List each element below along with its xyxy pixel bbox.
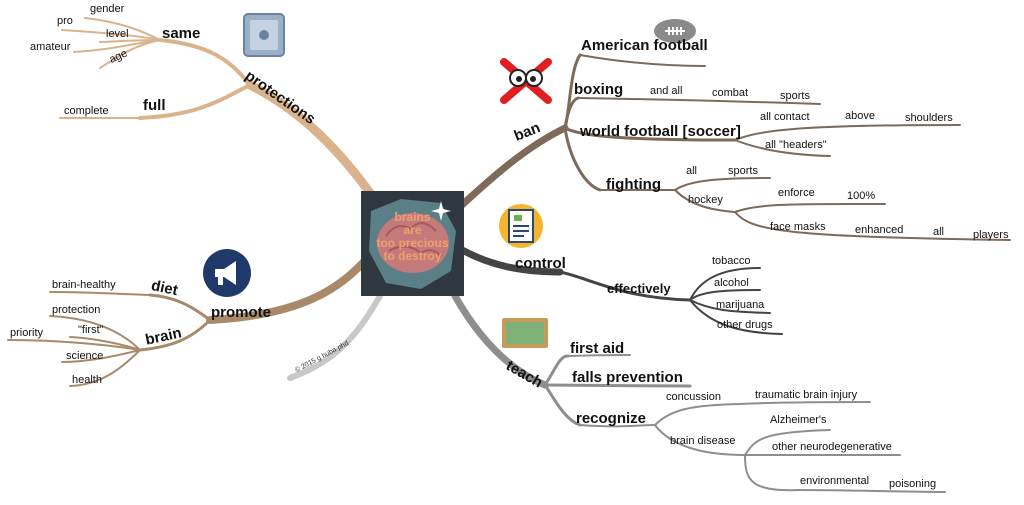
node-players: players [973,229,1009,241]
megaphone-icon [202,248,252,298]
node-science: science [66,350,104,362]
node-same: same [162,25,201,42]
node-complete: complete [64,105,109,117]
node-priority: priority [10,327,44,339]
center-line-2: are [403,223,422,237]
node-health: health [72,374,102,386]
safe-icon [242,12,286,60]
node-headers: all "headers" [765,139,827,151]
node-alzheimers: Alzheimer's [770,414,827,426]
node-first-aid: first aid [570,340,625,357]
center-line-1: brains [394,210,431,224]
node-and-all: and all [650,85,683,97]
node-enforce: enforce [778,187,815,199]
node-poisoning: poisoning [889,478,937,490]
ban-x-icon [500,58,552,104]
node-protection: protection [52,304,101,316]
center-node [361,191,464,296]
node-world-football: world football [soccer] [580,123,741,140]
clipboard-icon [498,203,544,249]
node-tbi: traumatic brain injury [755,389,858,401]
brain-icon [369,199,456,289]
node-shoulders: shoulders [905,112,953,124]
football-icon [653,17,697,45]
node-face-masks: face masks [770,221,826,233]
node-brain-disease: brain disease [670,435,736,447]
node-alcohol: alcohol [714,277,749,289]
node-combat: combat [712,87,749,99]
node-falls-prevention: falls prevention [572,369,683,386]
node-other-drugs: other drugs [717,319,773,331]
node-sports-1: sports [780,90,810,102]
center-title: brains are too precious to destroy [361,211,464,263]
node-sports-2: sports [728,165,758,177]
node-other-neuro: other neurodegenerative [772,441,892,453]
node-boxing: boxing [574,81,624,98]
chalkboard-icon [500,316,550,350]
node-recognize: recognize [576,410,647,427]
node-first: "first" [78,324,104,336]
node-tobacco: tobacco [712,255,751,267]
node-full: full [143,97,166,114]
node-amateur: amateur [30,41,71,53]
node-pro: pro [57,15,73,27]
node-above: above [845,110,875,122]
node-control: control [515,255,566,272]
center-line-4: to destroy [383,249,442,263]
node-environmental: environmental [800,475,870,487]
node-concussion: concussion [666,391,722,403]
node-effectively: effectively [607,281,671,296]
node-enhanced: enhanced [855,224,904,236]
node-brain-healthy: brain-healthy [52,279,116,291]
node-all-contact: all contact [760,111,810,123]
node-100pct: 100% [847,190,876,202]
node-all-2: all [933,226,945,238]
center-line-3: too precious [376,236,449,250]
node-hockey: hockey [688,194,723,206]
node-marijuana: marijuana [716,299,765,311]
node-american-football: American football [581,37,708,54]
node-fighting: fighting [606,176,661,193]
node-gender: gender [90,3,125,15]
node-level: level [106,28,129,40]
node-all-1: all [686,165,698,177]
node-promote: promote [211,304,271,321]
